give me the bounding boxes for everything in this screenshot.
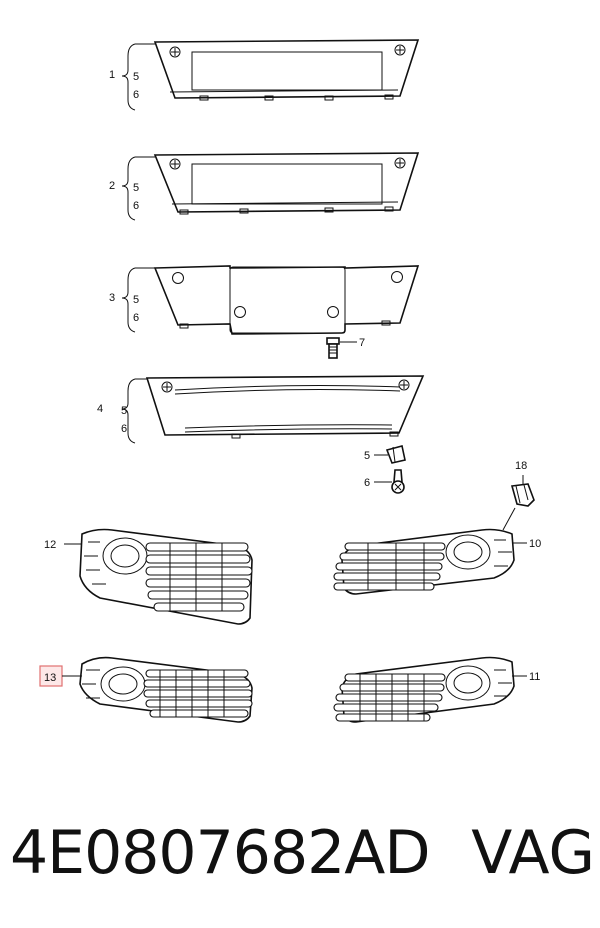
- callout-18: 18: [515, 460, 527, 472]
- callout-6a: 6: [133, 89, 139, 101]
- callout-10: 10: [529, 538, 541, 550]
- callout-6c: 6: [133, 312, 139, 324]
- license-plate-bracket-2: [153, 152, 420, 215]
- screw-7: [326, 337, 340, 359]
- license-plate-bracket-3: [153, 265, 420, 335]
- fog-lamp-grille-12: [79, 528, 253, 625]
- fog-lamp-grille-13: [79, 656, 253, 723]
- callout-4: 4: [97, 403, 103, 415]
- part-number-caption: 4E0807682AD VAG: [10, 818, 595, 888]
- part-number: 4E0807682AD: [10, 818, 431, 888]
- callout-5a: 5: [133, 71, 139, 83]
- callout-5d: 5: [121, 405, 127, 417]
- callout-11: 11: [529, 671, 540, 683]
- screw-6: [391, 469, 405, 494]
- callout-7: 7: [359, 337, 365, 349]
- callout-6d: 6: [121, 423, 127, 435]
- callout-12: 12: [44, 539, 56, 551]
- callout-5e: 5: [364, 450, 370, 462]
- callout-1: 1: [109, 69, 115, 81]
- callout-6e: 6: [364, 477, 370, 489]
- fog-lamp-grille-11: [333, 656, 515, 723]
- license-plate-bracket-1: [153, 39, 420, 101]
- callout-5b: 5: [133, 182, 139, 194]
- fog-lamp-grille-10: [333, 528, 515, 595]
- brand-name: VAG: [471, 818, 595, 888]
- parts-diagram: 1 5 6 2 5 6 3 5 6 7: [39, 39, 541, 723]
- retaining-clip-18: [510, 483, 535, 507]
- callout-6b: 6: [133, 200, 139, 212]
- license-plate-bracket-4: [145, 375, 425, 439]
- callout-13: 13: [44, 672, 56, 684]
- clip-nut-5: [385, 445, 406, 464]
- callout-2: 2: [109, 180, 115, 192]
- callout-5c: 5: [133, 294, 139, 306]
- callout-3: 3: [109, 292, 115, 304]
